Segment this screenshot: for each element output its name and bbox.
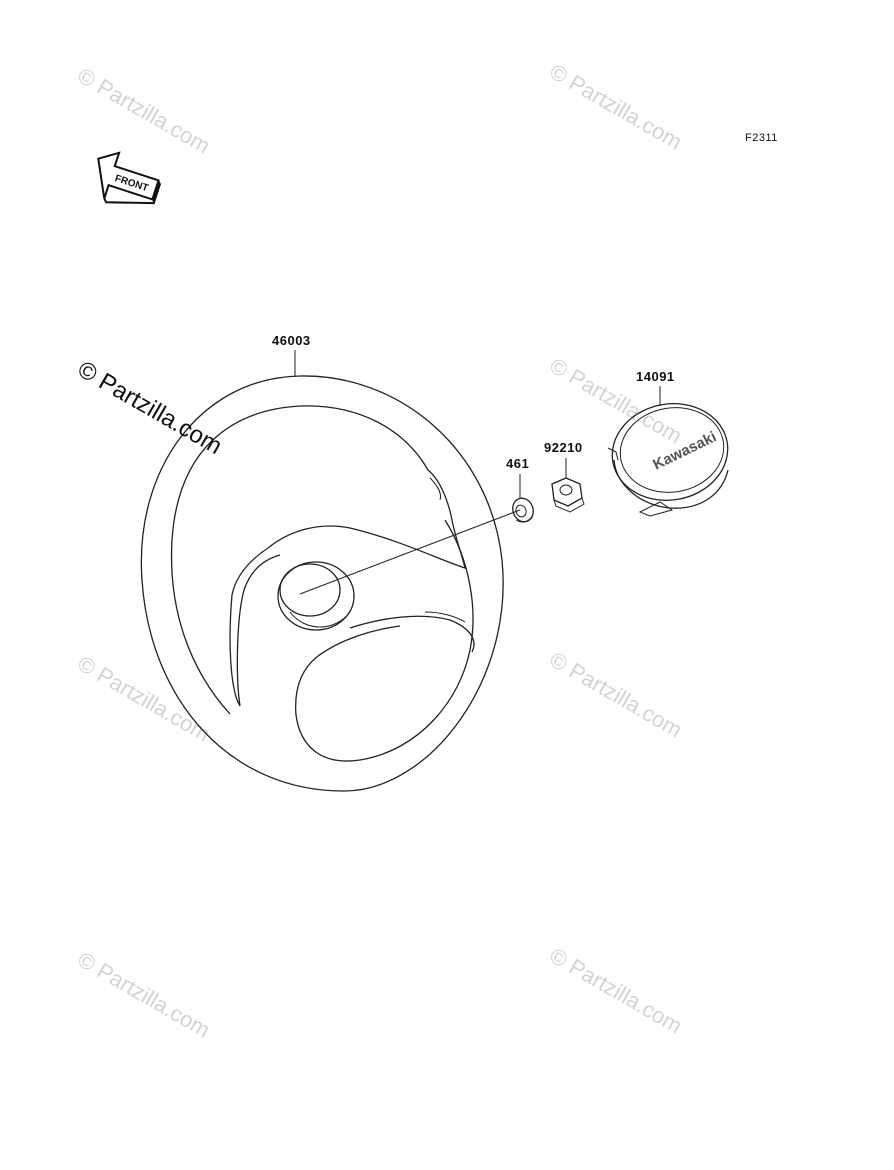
watermark: © Partzilla.com bbox=[546, 59, 687, 155]
watermark: © Partzilla.com bbox=[74, 651, 215, 747]
watermark: © Partzilla.com bbox=[74, 947, 215, 1043]
watermark: © Partzilla.com bbox=[546, 353, 687, 449]
part-number-46003: 46003 bbox=[272, 333, 311, 348]
steering-wheel bbox=[140, 375, 504, 792]
part-number-92210: 92210 bbox=[544, 440, 583, 455]
part-labels: 46003 461 92210 14091 bbox=[272, 333, 675, 498]
watermark-group: © Partzilla.com © Partzilla.com © Partzi… bbox=[74, 59, 687, 1043]
washer bbox=[512, 497, 534, 523]
nut bbox=[551, 477, 585, 513]
front-arrow: FRONT bbox=[97, 151, 161, 205]
part-number-461: 461 bbox=[506, 456, 529, 471]
watermark-main: © Partzilla.com bbox=[73, 356, 227, 460]
part-number-14091: 14091 bbox=[636, 369, 675, 384]
watermark: © Partzilla.com bbox=[546, 943, 687, 1039]
leader-line bbox=[299, 509, 521, 595]
watermark: © Partzilla.com bbox=[546, 647, 687, 743]
watermark: © Partzilla.com bbox=[74, 63, 215, 159]
figure-code: F2311 bbox=[745, 132, 778, 144]
